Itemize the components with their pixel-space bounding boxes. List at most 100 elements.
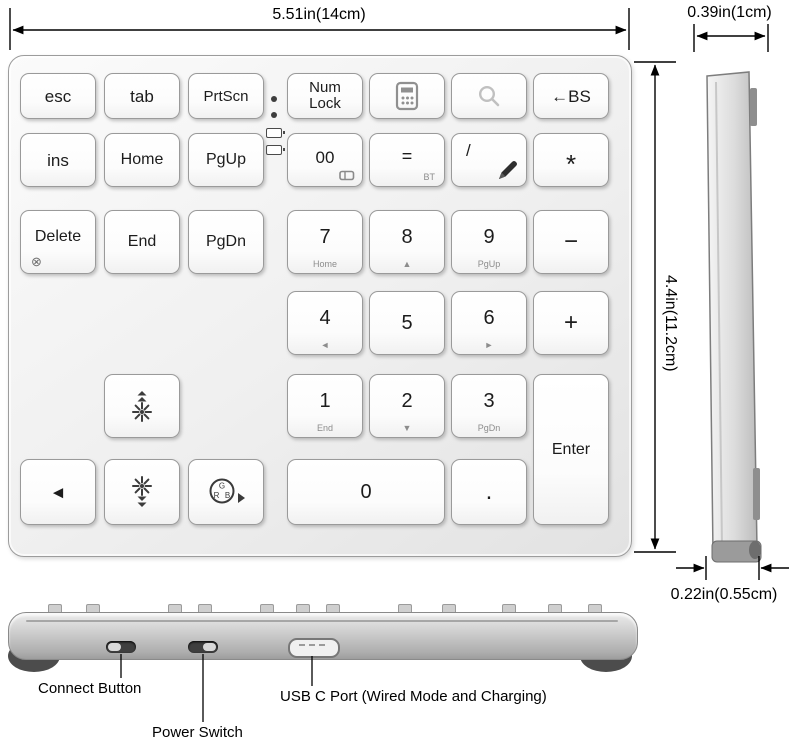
key-esc: esc — [20, 73, 96, 119]
key-0-label: 0 — [360, 481, 372, 503]
key-8: 8 ▲ — [369, 210, 445, 274]
connect-button-label: Connect Button — [38, 680, 142, 697]
key-7-label: 7 — [319, 226, 331, 248]
side-foot-top — [750, 88, 757, 126]
key-foot-mark — [502, 604, 516, 615]
usb-c-port-label: USB C Port (Wired Mode and Charging) — [280, 688, 547, 705]
key-4-label: 4 — [319, 307, 331, 329]
key-equals-label: = — [401, 146, 413, 166]
key-foot-mark — [168, 604, 182, 615]
search-icon — [478, 85, 500, 107]
key-backlight-down — [104, 459, 180, 525]
key-search — [451, 73, 527, 119]
depth-dimension-label: 0.39in(1cm) — [687, 4, 772, 21]
keypad-side-view — [706, 71, 762, 563]
connect-switch-knob — [108, 643, 121, 651]
key-end: End — [104, 210, 180, 274]
usb-c-pins — [299, 644, 325, 646]
backlight-down-icon — [132, 476, 152, 507]
power-switch — [188, 641, 218, 653]
key-6-sub: ► — [484, 340, 494, 350]
power-switch-label: Power Switch — [152, 724, 243, 741]
key-pgdn-label: PgDn — [205, 233, 247, 250]
key-home: Home — [104, 133, 180, 187]
side-foot-bottom — [753, 468, 760, 520]
led-indicator-dot — [271, 112, 277, 118]
key-9-sub: PgUp — [477, 259, 501, 269]
key-5: 5 — [369, 291, 445, 355]
key-6-label: 6 — [483, 307, 495, 329]
key-tab-label: tab — [130, 86, 154, 106]
connect-switch — [106, 641, 136, 653]
rgb-circle-icon: G R B — [209, 478, 245, 504]
right-arrow-glyph — [238, 493, 245, 503]
key-calculator — [369, 73, 445, 119]
key-pgup-label: PgUp — [205, 151, 247, 168]
key-foot-mark — [326, 604, 340, 615]
bottom-edge-groove — [26, 620, 618, 622]
key-backspace-label: ←BS — [551, 86, 591, 106]
key-foot-mark — [198, 604, 212, 615]
key-1: 1 End — [287, 374, 363, 438]
key-tab: tab — [104, 73, 180, 119]
key-slash-label: / — [466, 141, 471, 160]
key-asterisk: * — [533, 133, 609, 187]
key-9-label: 9 — [483, 226, 495, 248]
battery-indicator-icon — [266, 128, 285, 138]
key-3-label: 3 — [483, 390, 495, 412]
key-1-label: 1 — [319, 390, 331, 412]
thickness-dimension — [676, 556, 789, 580]
key-8-label: 8 — [401, 226, 413, 248]
key-8-sub: ▲ — [402, 259, 412, 269]
key-foot-mark — [48, 604, 62, 615]
key-esc-label: esc — [44, 86, 72, 106]
usb-c-port — [288, 638, 340, 658]
key-enter: Enter — [533, 374, 609, 525]
key-pgup: PgUp — [188, 133, 264, 187]
left-arrow-glyph: ◄ — [49, 482, 67, 502]
key-9: 9 PgUp — [451, 210, 527, 274]
key-foot-mark — [296, 604, 310, 615]
calculator-icon — [395, 81, 419, 111]
key-7-sub: Home — [312, 259, 337, 269]
key-rgb: G R B — [188, 459, 264, 525]
key-foot-mark — [260, 604, 274, 615]
rgb-letter-g: G — [219, 482, 225, 491]
key-decimal: . — [451, 459, 527, 525]
key-0: 0 — [287, 459, 445, 525]
key-equals-sub: BT — [423, 172, 435, 182]
key-end-label: End — [127, 233, 157, 250]
key-4-sub: ◄ — [320, 340, 330, 350]
key-5-label: 5 — [401, 312, 413, 334]
key-4: 4 ◄ — [287, 291, 363, 355]
key-double-zero: 00 — [287, 133, 363, 187]
key-backspace: ←BS — [533, 73, 609, 119]
height-dimension-label: 4.4in(11.2cm) — [662, 274, 679, 372]
width-dimension-label: 5.51in(14cm) — [272, 6, 366, 23]
key-plus: + — [533, 291, 609, 355]
delete-cross-glyph: ⊗ — [31, 254, 42, 269]
led-indicator-dot — [271, 96, 277, 102]
key-ins-label: ins — [47, 150, 69, 170]
key-slash: / — [451, 133, 527, 187]
key-home-label: Home — [120, 151, 164, 168]
key-3-sub: PgDn — [477, 423, 501, 433]
key-decimal-label: . — [485, 478, 493, 505]
key-pgdn: PgDn — [188, 210, 264, 274]
key-prtscn-label: PrtScn — [203, 87, 249, 105]
key-double-zero-label: 00 — [315, 147, 335, 167]
key-foot-mark — [442, 604, 456, 615]
key-minus: − — [533, 210, 609, 274]
key-6: 6 ► — [451, 291, 527, 355]
key-foot-mark — [588, 604, 602, 615]
key-backlight-up — [104, 374, 180, 438]
key-foot-mark — [548, 604, 562, 615]
key-asterisk-label: * — [565, 149, 577, 179]
key-2-sub: ▼ — [402, 423, 412, 433]
key-3: 3 PgDn — [451, 374, 527, 438]
key-numlock-line1: Num — [309, 79, 341, 96]
key-enter-label: Enter — [551, 440, 591, 458]
key-foot-mark — [86, 604, 100, 615]
rgb-letter-b: B — [225, 491, 230, 500]
